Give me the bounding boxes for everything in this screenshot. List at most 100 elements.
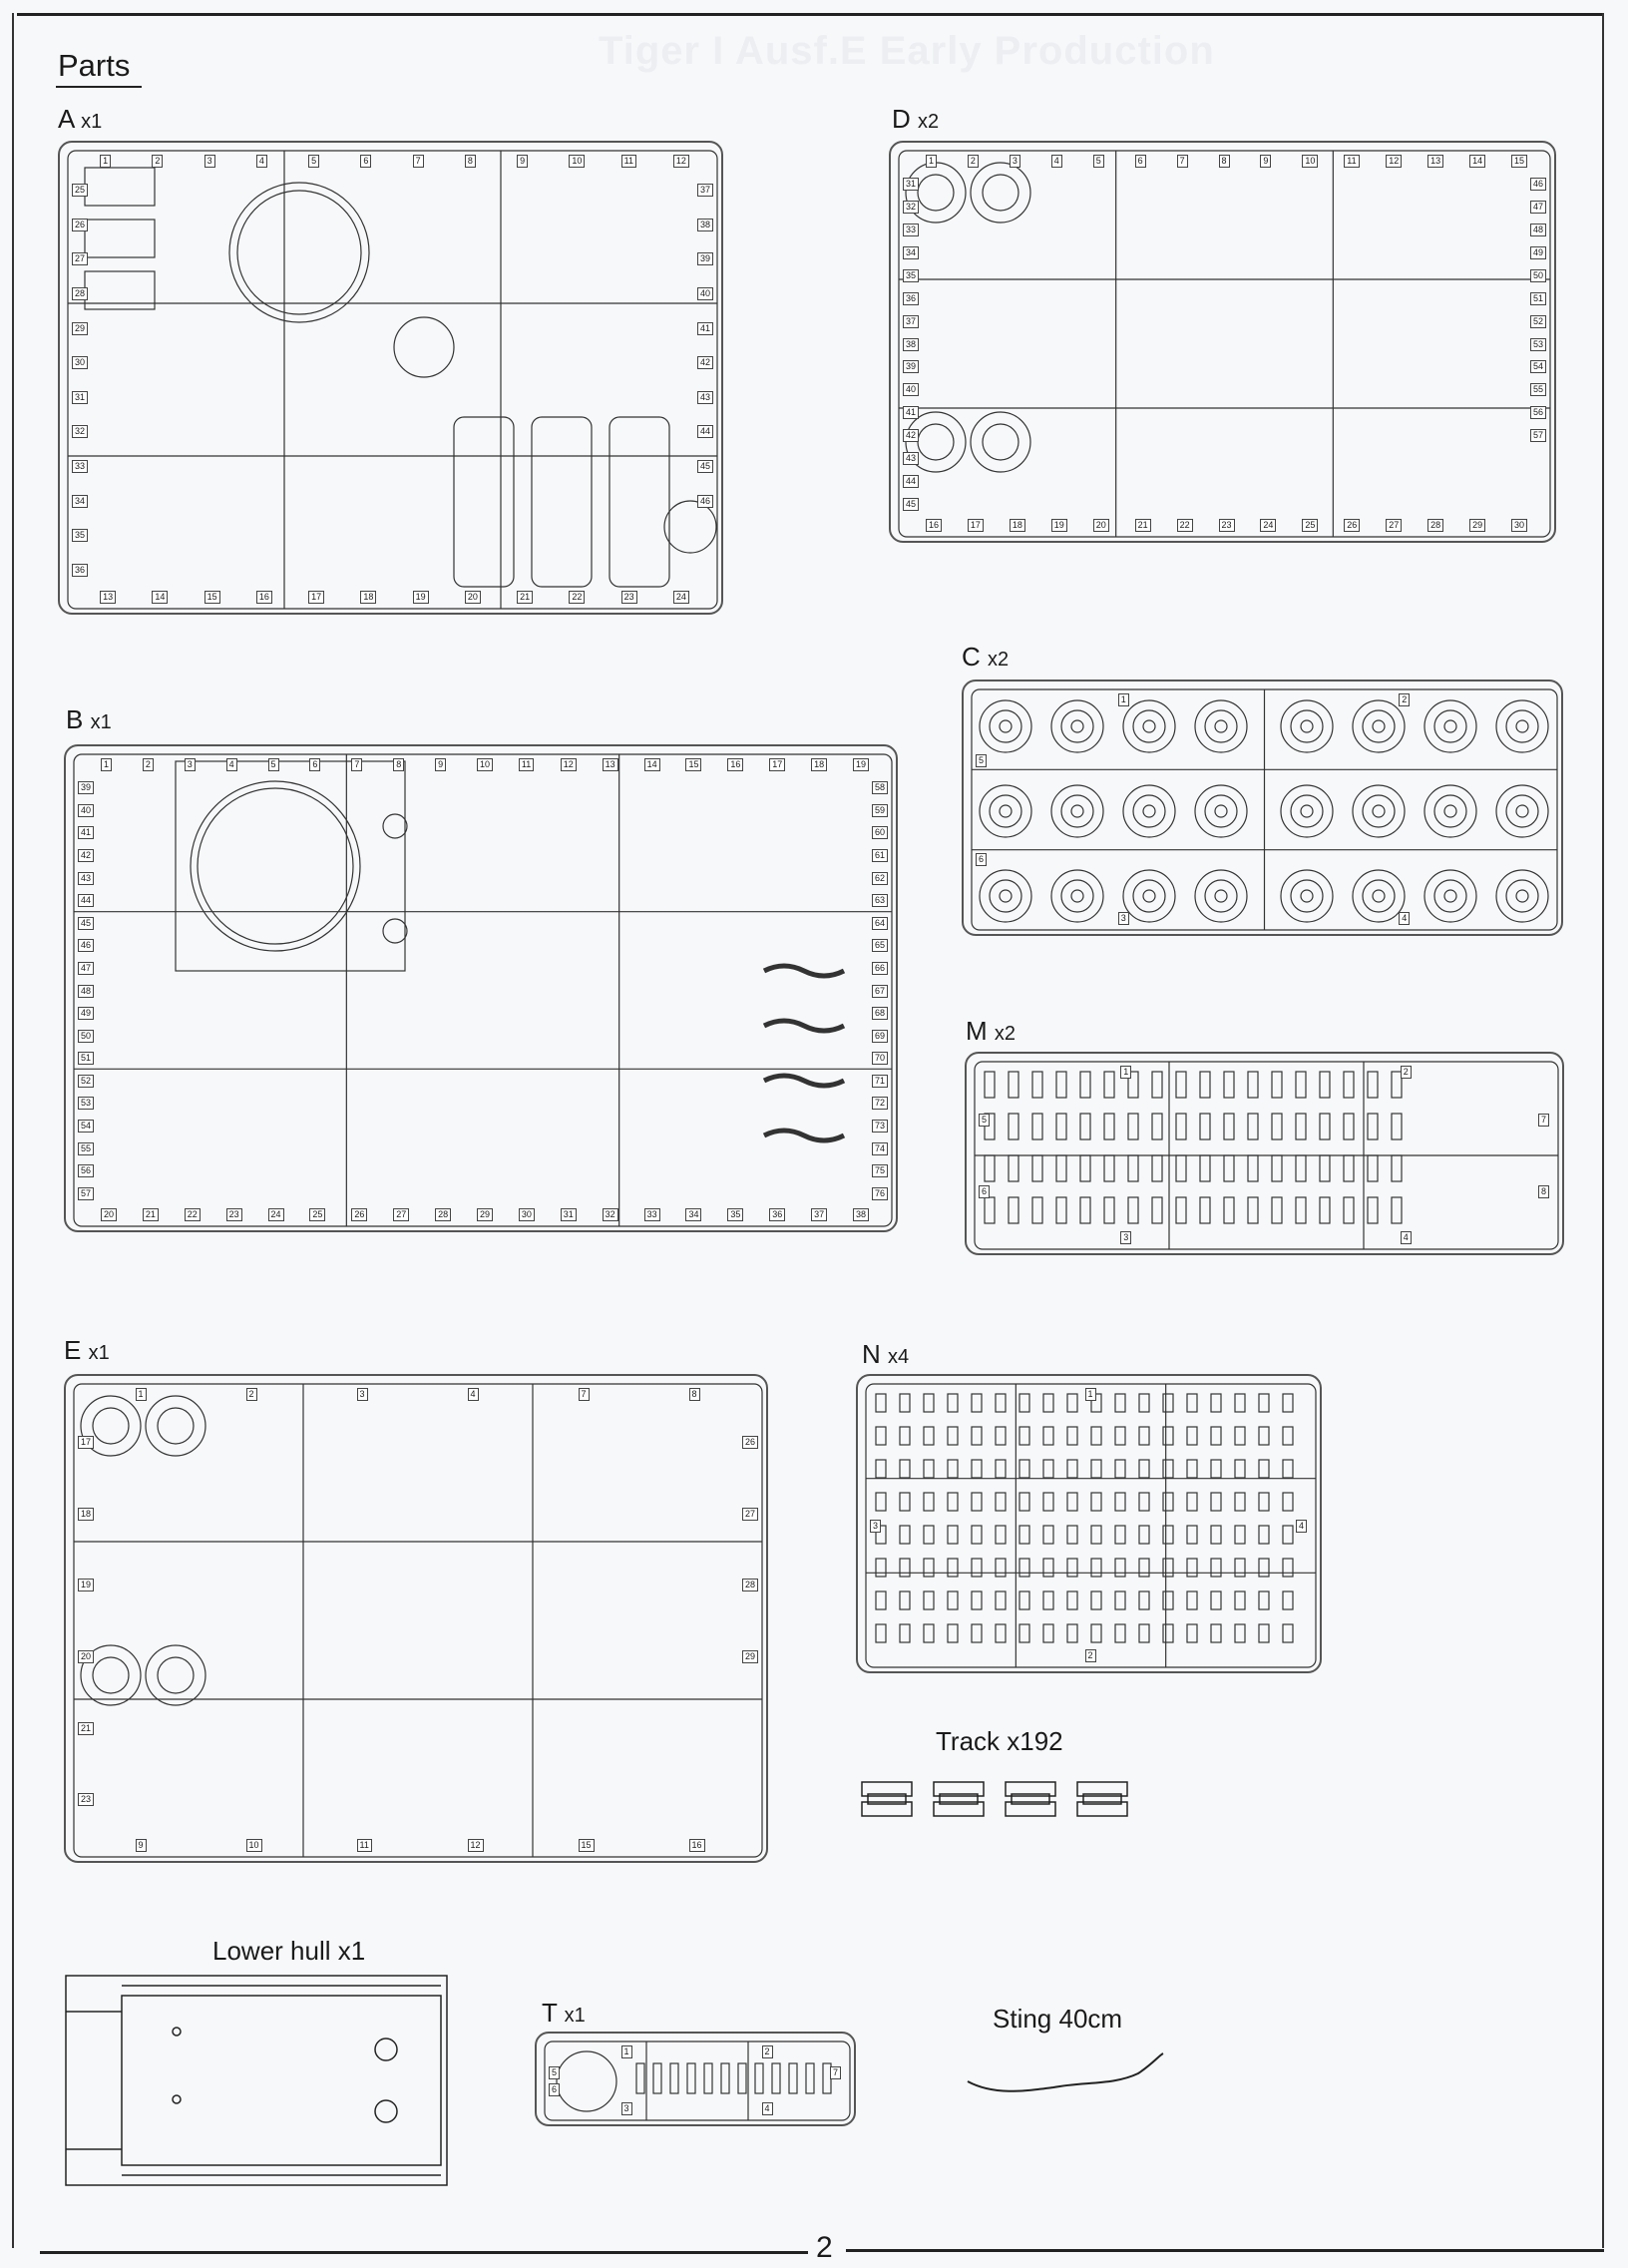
part-number: 22 (184, 1208, 201, 1221)
part-number: 33 (643, 1208, 660, 1221)
part-number: 48 (1530, 224, 1547, 237)
part-number: 70 (872, 1052, 889, 1066)
part-number: 9 (135, 1839, 147, 1852)
part-number: 10 (1302, 155, 1319, 168)
sprue-t-label: T x1 (542, 1998, 586, 2028)
part-number: 24 (1260, 519, 1277, 532)
part-number: 73 (872, 1119, 889, 1133)
part-number: 37 (811, 1208, 828, 1221)
part-number: 8 (1538, 1185, 1550, 1198)
part-number: 4 (255, 155, 267, 168)
part-number: 47 (78, 961, 95, 975)
part-number: 36 (72, 563, 89, 577)
part-number: 30 (72, 356, 89, 370)
part-number: 28 (72, 287, 89, 301)
part-number: 46 (1530, 178, 1547, 192)
part-number: 3 (1117, 912, 1129, 925)
part-number: 8 (464, 155, 476, 168)
part-number: 18 (811, 758, 828, 771)
part-number: 27 (1386, 519, 1403, 532)
part-number: 44 (697, 425, 714, 439)
part-number: 12 (467, 1839, 484, 1852)
part-number: 60 (872, 826, 889, 840)
part-number: 53 (78, 1097, 95, 1111)
part-number: 37 (903, 314, 920, 328)
part-number: 44 (903, 474, 920, 488)
part-number: 17 (78, 1435, 95, 1449)
part-number: 11 (518, 758, 535, 771)
part-number: 8 (1218, 155, 1230, 168)
part-number: 15 (1511, 155, 1528, 168)
part-number: 4 (1296, 1520, 1308, 1533)
part-number: 25 (72, 184, 89, 198)
part-number: 33 (903, 224, 920, 237)
part-number: 52 (1530, 314, 1547, 328)
part-number: 30 (1511, 519, 1528, 532)
track-links-illustration (861, 1781, 1128, 1817)
part-number: 26 (1344, 519, 1361, 532)
part-number: 51 (78, 1052, 95, 1066)
part-number: 21 (517, 591, 534, 604)
part-number: 65 (872, 939, 889, 953)
part-number: 15 (685, 758, 702, 771)
part-number: 50 (1530, 268, 1547, 282)
part-number: 5 (549, 2065, 561, 2079)
part-number: 1 (1117, 693, 1129, 706)
part-number: 5 (308, 155, 320, 168)
part-number: 57 (1530, 428, 1547, 442)
part-number: 3 (1120, 1231, 1132, 1244)
part-number: 13 (100, 591, 117, 604)
part-number: 18 (1009, 519, 1025, 532)
part-number: 8 (393, 758, 405, 771)
part-number: 2 (1084, 1649, 1096, 1662)
page-border-left (12, 13, 14, 2248)
part-number: 47 (1530, 201, 1547, 215)
part-number: 7 (351, 758, 363, 771)
part-number: 6 (549, 2083, 561, 2097)
part-number: 46 (78, 939, 95, 953)
part-number: 5 (1092, 155, 1104, 168)
part-number: 63 (872, 894, 889, 908)
part-number: 26 (351, 1208, 368, 1221)
part-number: 25 (309, 1208, 326, 1221)
part-number: 20 (1092, 519, 1109, 532)
part-number: 52 (78, 1074, 95, 1088)
part-number: 49 (78, 1007, 95, 1021)
part-number: 45 (78, 916, 95, 930)
part-number: 10 (477, 758, 494, 771)
sprue-runners (865, 1383, 1317, 1668)
part-number: 45 (697, 459, 714, 473)
part-number: 2 (142, 758, 154, 771)
part-number: 3 (356, 1388, 368, 1401)
page-title: Parts (58, 48, 131, 83)
string-label: Sting 40cm (993, 2004, 1123, 2034)
part-number: 27 (393, 1208, 410, 1221)
part-number: 40 (78, 803, 95, 817)
part-number: 31 (560, 1208, 577, 1221)
part-number: 3 (620, 2102, 632, 2115)
part-number: 28 (1427, 519, 1444, 532)
part-number: 41 (78, 826, 95, 840)
part-number: 1 (1084, 1388, 1096, 1401)
track-label: Track x192 (936, 1726, 1063, 1756)
part-number: 22 (1176, 519, 1193, 532)
string-illustration (967, 2052, 1164, 2092)
sprue-runners (898, 150, 1551, 538)
part-number: 50 (78, 1029, 95, 1043)
part-number: 19 (1050, 519, 1067, 532)
part-number: 11 (620, 155, 636, 168)
part-number: 54 (1530, 360, 1547, 374)
part-number: 2 (967, 155, 979, 168)
part-number: 56 (78, 1164, 95, 1178)
part-number: 34 (903, 246, 920, 260)
part-number: 21 (78, 1721, 95, 1735)
part-number: 25 (1302, 519, 1319, 532)
sprue-d-label: D x2 (892, 104, 940, 134)
part-number: 54 (78, 1119, 95, 1133)
part-number: 7 (578, 1388, 590, 1401)
part-number: 12 (672, 155, 689, 168)
